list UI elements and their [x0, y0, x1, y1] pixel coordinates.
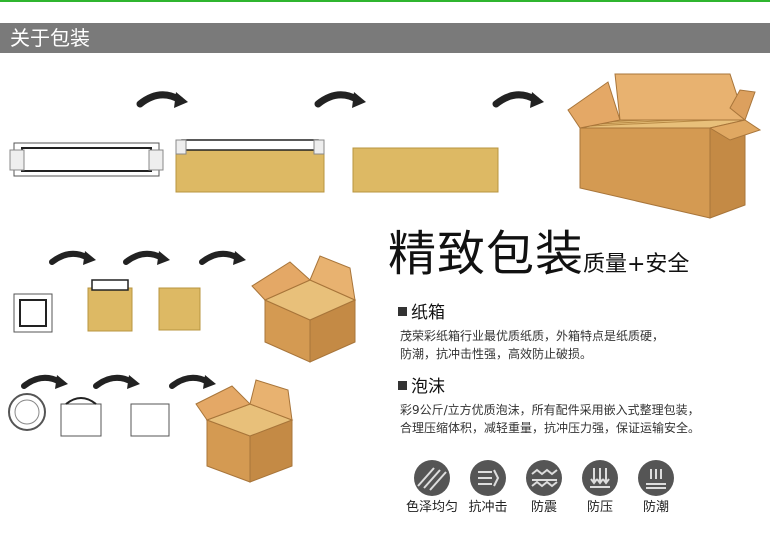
- section-text-line: 合理压缩体积，减轻重量，抗冲压力强，保证运输安全。: [400, 421, 701, 435]
- hero-title: 精致包装: [388, 226, 585, 282]
- feature-impact: 抗冲击: [456, 460, 520, 516]
- section-text-line: 彩9公斤/立方优质泡沫，所有配件采用嵌入式整理包装，: [400, 403, 700, 417]
- feature-label: 防压: [586, 500, 613, 515]
- flat-box-shape: [130, 403, 170, 437]
- section-heading-foam: 泡沫: [398, 376, 445, 398]
- impact-icon: [470, 460, 506, 496]
- foam-frame-shape: [9, 142, 164, 177]
- feature-label: 抗冲击: [468, 500, 508, 515]
- arrow-icon: [21, 374, 68, 389]
- feature-label: 防震: [530, 500, 557, 515]
- arrow-icon: [492, 91, 544, 108]
- section-title: 关于包装: [10, 26, 90, 50]
- bullet-square-icon: [398, 380, 407, 390]
- pressure-arrows-icon: [582, 460, 618, 496]
- foam-square-tray-shape: [87, 279, 133, 332]
- arrow-icon: [169, 374, 216, 389]
- bullet-square-icon: [398, 306, 407, 316]
- arrow-icon: [123, 250, 170, 265]
- stripes-icon: [414, 460, 450, 496]
- section-heading-carton: 纸箱: [398, 302, 445, 324]
- arrow-icon: [93, 374, 140, 389]
- section-header: 关于包装: [0, 23, 770, 53]
- arrow-icon: [314, 91, 366, 108]
- arrow-icon: [49, 250, 96, 265]
- feature-even-color: 色泽均匀: [400, 460, 464, 516]
- foam-tray-shape: [175, 139, 325, 193]
- feature-shockproof: 防震: [512, 460, 576, 516]
- section-text-line: 茂荣彩纸箱行业最优质纸质，外箱特点是纸质硬，: [400, 329, 665, 343]
- moisture-icon: [638, 460, 674, 496]
- medium-carton-shape: [251, 255, 357, 363]
- small-carton-shape: [195, 379, 294, 483]
- feature-pressure: 防压: [568, 460, 632, 516]
- ring-product-shape: [8, 393, 46, 431]
- box-with-handle-shape: [60, 397, 102, 437]
- packaging-illustration: [8, 73, 762, 483]
- top-accent-line: [0, 0, 770, 2]
- arrow-icon: [199, 250, 246, 265]
- foam-square-block-shape: [158, 287, 201, 331]
- wave-icon: [526, 460, 562, 496]
- large-carton-shape: [567, 73, 762, 219]
- foam-corner-square-shape: [13, 293, 53, 333]
- arrow-icon: [136, 91, 188, 108]
- feature-moisture: 防潮: [624, 460, 688, 516]
- hero-subtitle: 质量+安全: [583, 252, 690, 277]
- foam-block-shape: [352, 147, 499, 193]
- section-text-line: 防潮，抗冲击性强，高效防止破损。: [400, 347, 593, 361]
- feature-label: 防潮: [642, 500, 669, 515]
- feature-label: 色泽均匀: [405, 500, 458, 515]
